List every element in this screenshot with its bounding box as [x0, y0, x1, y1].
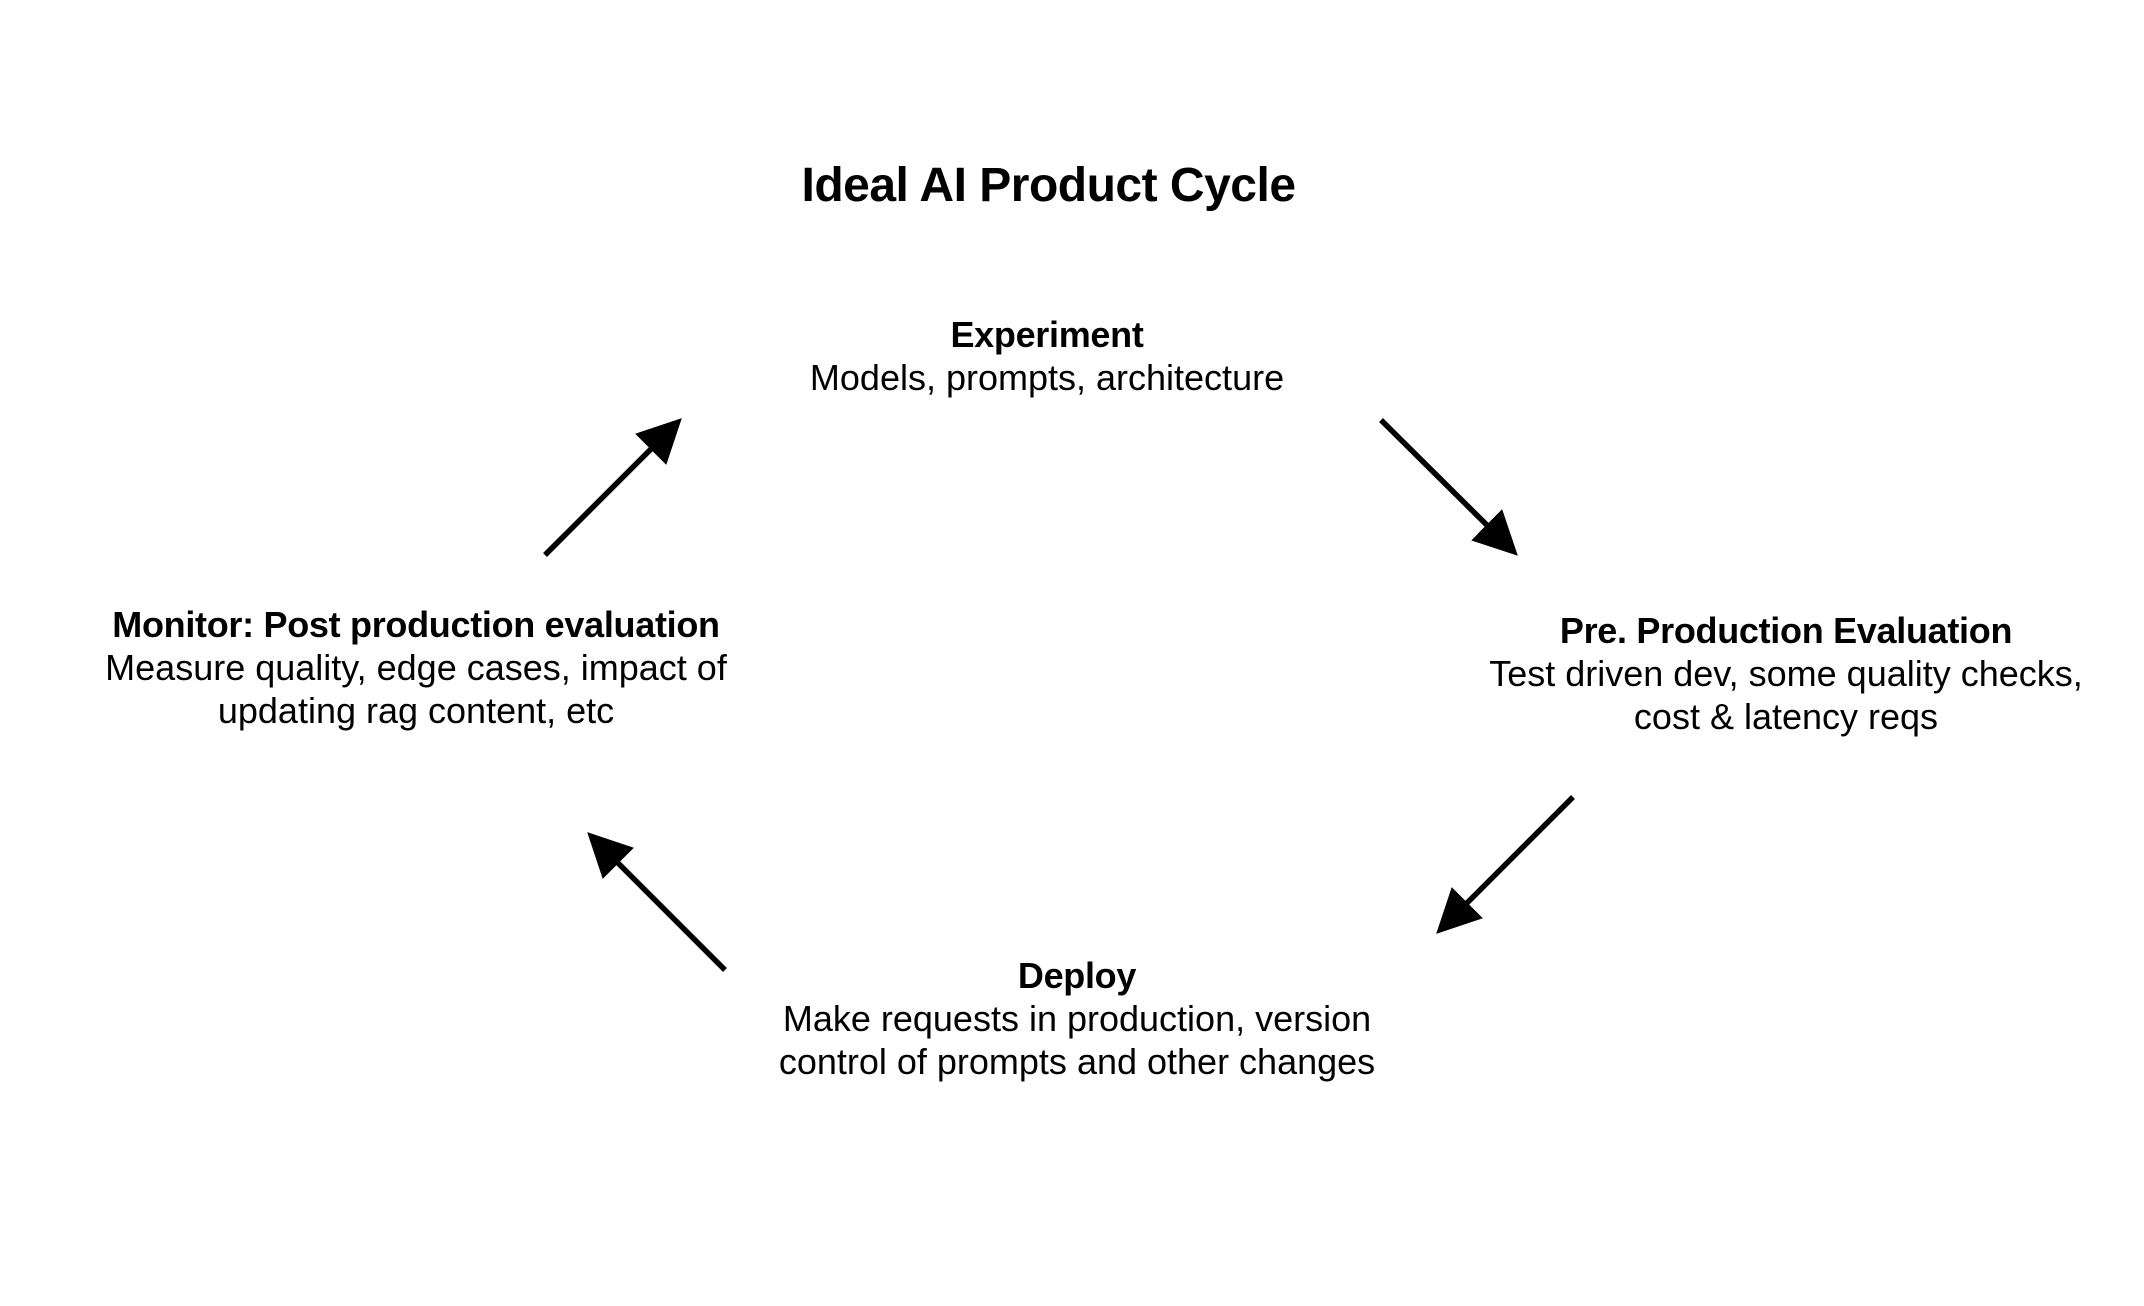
- stage-pre-production-evaluation: Pre. Production Evaluation Test driven d…: [1466, 609, 2106, 738]
- stage-monitor-description: Measure quality, edge cases, impact of u…: [105, 647, 727, 731]
- stage-pre-production-evaluation-heading: Pre. Production Evaluation: [1559, 610, 2013, 651]
- arrow-monitor-to-experiment: [543, 418, 682, 557]
- stage-monitor-heading: Monitor: Post production evaluation: [112, 604, 720, 645]
- stage-pre-production-evaluation-description: Test driven dev, some quality checks, co…: [1489, 653, 2083, 737]
- stage-deploy-heading: Deploy: [1017, 955, 1137, 996]
- stage-deploy-description: Make requests in production, version con…: [778, 998, 1376, 1082]
- arrow-deploy-to-monitor: [587, 832, 727, 972]
- stage-experiment: Experiment Models, prompts, architecture: [747, 313, 1347, 399]
- stage-monitor: Monitor: Post production evaluation Meas…: [56, 603, 776, 732]
- stage-experiment-description: Models, prompts, architecture: [809, 357, 1285, 398]
- diagram-title: Ideal AI Product Cycle: [801, 159, 1296, 212]
- arrow-experiment-to-pre-production: [1379, 418, 1518, 556]
- stage-experiment-heading: Experiment: [950, 314, 1144, 355]
- stage-deploy: Deploy Make requests in production, vers…: [727, 954, 1427, 1083]
- arrow-pre-production-to-deploy: [1436, 795, 1575, 934]
